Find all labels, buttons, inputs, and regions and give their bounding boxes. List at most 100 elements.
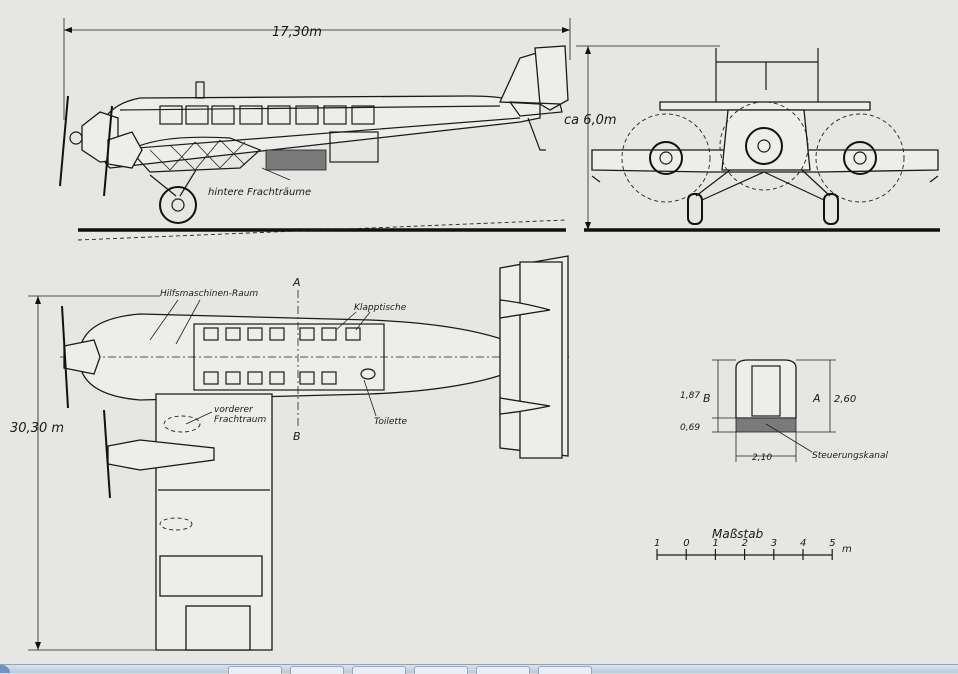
control-channel-label: Steuerungskanal <box>812 451 888 461</box>
windows-taskbar <box>0 664 958 674</box>
cabin-outline <box>193 323 385 391</box>
window <box>239 105 263 125</box>
scale-tick-label: 2 <box>742 538 748 549</box>
front-view: ca 6,0m <box>564 45 940 232</box>
rear-cargo-compartment <box>329 131 379 163</box>
leader-line <box>261 167 291 181</box>
radial-engine-center <box>745 127 783 165</box>
folding-tables-label: Klapptische <box>354 303 407 313</box>
taskbar-item[interactable] <box>352 666 406 674</box>
section-a-marker: A <box>812 392 821 405</box>
tail-fin-top-left <box>499 299 551 319</box>
section-b-bottom: B <box>293 430 301 443</box>
window <box>211 105 235 125</box>
rear-hold-label: hintere Frachträume <box>208 187 311 198</box>
section-width: 2,10 <box>752 453 772 463</box>
window <box>267 105 291 125</box>
taskbar-item[interactable] <box>290 666 344 674</box>
cabin-seats <box>203 327 361 385</box>
height-label: ca 6,0m <box>564 113 617 128</box>
side-view: 17,30m <box>59 18 571 241</box>
nose-propeller-top <box>61 305 69 409</box>
section-height-bottom: 0,69 <box>680 423 700 433</box>
wing-rib-lattice <box>149 139 246 171</box>
window <box>323 105 347 125</box>
length-label: 17,30m <box>272 25 322 40</box>
window <box>351 105 375 125</box>
scale-tick-label: 5 <box>829 538 835 549</box>
wheel-front-right <box>823 193 839 225</box>
axle-left <box>701 171 765 201</box>
scale-title: Maßstab <box>712 527 764 541</box>
wheel-front-left <box>687 193 703 225</box>
window <box>159 105 183 125</box>
section-a-top: A <box>292 276 301 289</box>
gear-strut <box>149 174 177 197</box>
elevator-top <box>519 261 563 459</box>
rudder <box>534 45 569 111</box>
stabilizer-front <box>659 101 871 111</box>
leader-line <box>149 299 179 341</box>
scale-tick-label: 0 <box>683 538 689 549</box>
window <box>295 105 319 125</box>
aux-engine-room-label: Hilfsmaschinen-Raum <box>160 289 258 299</box>
scale-tick-label: 1 <box>712 538 718 549</box>
engine-hub <box>757 139 771 153</box>
radial-engine-left <box>649 141 683 175</box>
arrow-up-icon <box>585 46 591 54</box>
engine-hub <box>853 151 867 165</box>
leader-line <box>363 379 377 417</box>
top-view: 30,30 m <box>10 255 570 651</box>
leader-line <box>175 299 201 345</box>
leader-line <box>765 423 813 453</box>
radial-engine-right <box>843 141 877 175</box>
nose-engine-top <box>63 339 101 375</box>
fuselage-cross-section <box>735 359 797 419</box>
section-height-top: 1,87 <box>680 391 700 401</box>
rear-cargo-hold-shading <box>265 149 327 171</box>
engine-hub <box>659 151 673 165</box>
leader-line <box>355 311 371 331</box>
arrow-right-icon <box>562 27 570 33</box>
wingtip-skid-right <box>929 175 939 183</box>
main-wheel <box>159 186 197 224</box>
arrow-down-icon <box>35 642 41 650</box>
fuselage-stringer <box>119 105 501 111</box>
arrow-up-icon <box>35 296 41 304</box>
propeller-disc-left <box>621 113 711 203</box>
section-b-marker: B <box>703 392 711 405</box>
dorsal-mast <box>195 81 205 99</box>
taskbar-item[interactable] <box>414 666 468 674</box>
tail-skid <box>527 117 546 151</box>
leader-line <box>335 311 357 331</box>
aileron-inner <box>159 555 263 597</box>
scale-ticks: 1 0 1 2 3 4 5 <box>654 538 836 560</box>
toilet-icon <box>360 368 376 380</box>
taskbar-item[interactable] <box>228 666 282 674</box>
taskbar-item[interactable] <box>538 666 592 674</box>
aileron-outer <box>185 605 251 651</box>
scale-tick-label: 3 <box>771 538 777 549</box>
wingtip-skid-left <box>591 175 601 183</box>
wing-propeller-top <box>103 409 111 499</box>
arrow-down-icon <box>585 222 591 230</box>
axle-right <box>763 171 825 201</box>
taskbar-item[interactable] <box>476 666 530 674</box>
propeller-hub <box>69 131 83 145</box>
gear-strut <box>179 169 197 197</box>
cargo-floor-section <box>735 417 797 433</box>
ground-dashed-line <box>77 219 567 241</box>
scale-tick-label: 1 <box>654 538 660 549</box>
front-hold-label-1: vorderer <box>214 405 254 415</box>
leader-line <box>185 411 213 425</box>
tail-fin-top-right <box>499 397 551 415</box>
cabin-windows <box>159 105 375 125</box>
gear-strut-left <box>695 169 731 197</box>
fuselage-lower-line <box>111 117 521 151</box>
scale-tick-label: 4 <box>800 538 806 549</box>
start-button[interactable] <box>0 665 10 673</box>
wing-root-side <box>129 136 262 173</box>
propeller-disc-right <box>815 113 905 203</box>
